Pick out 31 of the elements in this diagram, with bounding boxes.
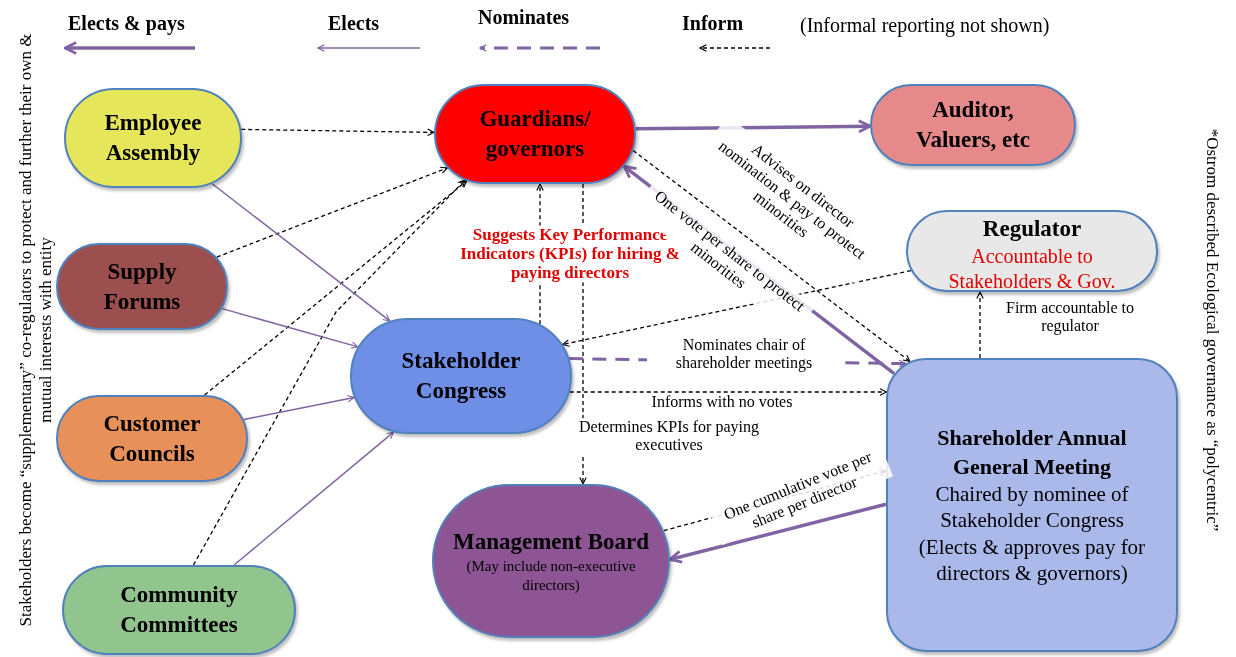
node-title: Stakeholder Congress <box>400 347 522 405</box>
side-note: Stakeholders become “supplementary” co-regulators to protect and further their own & mutual interests with entity <box>16 32 56 629</box>
legend-label: Elects <box>328 12 380 35</box>
supply-forums-node <box>56 243 228 330</box>
node-description: (May include non-executive directors) <box>465 557 637 595</box>
employee-assembly-node <box>64 88 242 188</box>
node-title: Guardians/ governors <box>478 105 592 163</box>
legend-label: Elects & pays <box>68 12 185 35</box>
guardians-node <box>434 84 636 184</box>
node-title: Management Board <box>452 528 650 557</box>
node-title: Employee Assembly <box>103 109 203 167</box>
side-note: *Ostrom described Ecological governance as “polycentric” <box>1202 127 1222 534</box>
legend-label: Inform <box>682 12 744 35</box>
shareholder-meeting-node <box>886 358 1178 652</box>
edge-label: Determines KPIs for paying executives <box>577 418 761 454</box>
node-title: Auditor, Valuers, etc <box>914 96 1032 154</box>
regulator-node <box>906 210 1158 292</box>
auditor-node <box>870 84 1076 166</box>
legend-label: Nominates <box>478 6 570 29</box>
node-description: (Elects & approves pay for directors & governors) <box>917 533 1147 587</box>
stakeholder-congress-node <box>350 318 572 434</box>
note: (Informal reporting not shown) <box>800 14 1050 37</box>
customer-councils-node <box>56 395 248 482</box>
node-title: Customer Councils <box>102 409 202 468</box>
node-title: Community Committees <box>119 581 239 639</box>
node-title: Supply Forums <box>102 257 182 316</box>
node-description: Accountable to Stakeholders & Gov. <box>947 243 1117 294</box>
community-committees-node <box>62 565 296 655</box>
node-title: Regulator <box>982 215 1082 243</box>
node-description: Chaired by nominee of Stakeholder Congress <box>934 481 1130 534</box>
node-title: Shareholder Annual General Meeting <box>936 423 1128 481</box>
